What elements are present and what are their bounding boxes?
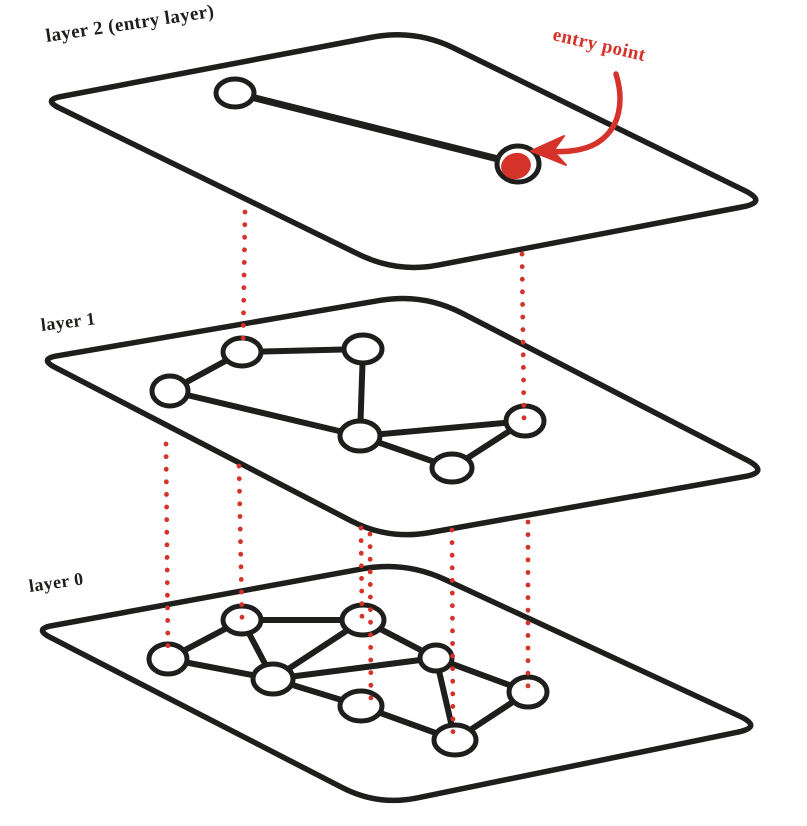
layer0-plane	[39, 563, 754, 804]
descent-dotted-link-2	[519, 251, 527, 423]
graph-edge-l2a-entry	[231, 89, 522, 168]
entry-arrow-head	[530, 135, 567, 166]
graph-node-l0c	[339, 602, 387, 638]
descent-dotted-link-4	[236, 463, 245, 621]
graph-node-l0b	[220, 603, 264, 637]
descent-dotted-link-5	[358, 525, 365, 621]
graph-node-l0e	[417, 642, 455, 674]
graph-edge-l0d-l0e	[270, 655, 439, 682]
graph-node-l1c	[341, 332, 385, 366]
graph-node-l1b	[220, 335, 264, 369]
graph-node-l0h	[431, 722, 479, 758]
graph-node-l0d	[250, 661, 296, 697]
layer1-plane	[44, 295, 761, 538]
entry-point-marker	[501, 152, 531, 180]
layer2-plane	[48, 32, 759, 271]
graph-node-l1a	[149, 373, 191, 409]
graph-node-l0a	[146, 641, 190, 677]
graph-node-l1r	[503, 403, 547, 439]
entry-arrow-shaft	[545, 71, 623, 155]
descent-dotted-link-1	[240, 209, 248, 351]
graph-node-l2a	[213, 76, 257, 110]
graph-node-l0g	[506, 674, 550, 710]
graph-edge-l1a-l1m	[167, 388, 363, 439]
graph-node-l1m	[337, 418, 383, 454]
graph-node-l0f	[337, 688, 385, 724]
descent-dotted-link-3	[163, 441, 171, 660]
graph-edge-l1m-l1r	[357, 418, 528, 439]
graph-node-l1s	[429, 451, 475, 485]
